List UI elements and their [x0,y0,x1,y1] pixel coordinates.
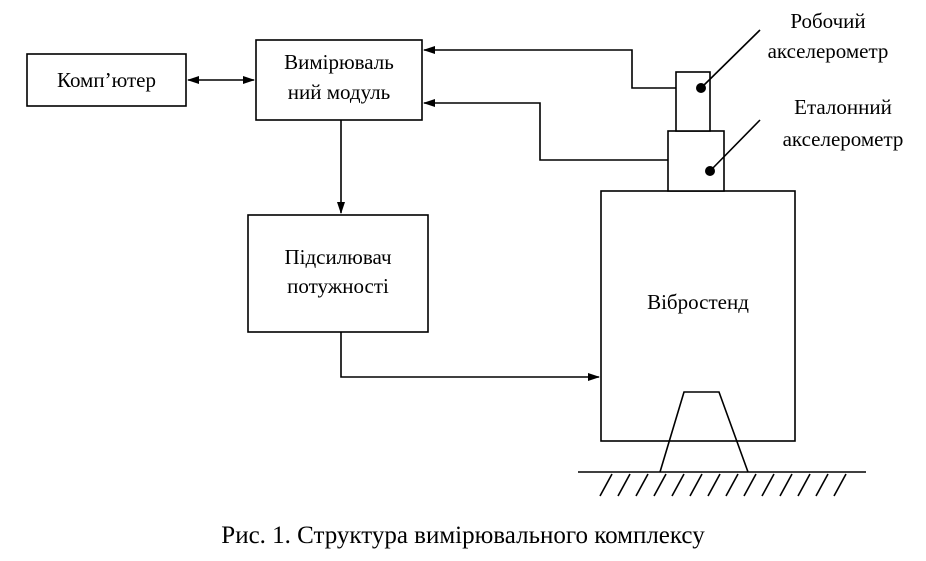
reference-accelerometer-label-line1: Еталонний [794,95,892,119]
ground-hatching [599,473,847,497]
ground-hatch-line [599,473,613,497]
amplifier-stand-link [340,332,600,381]
figure-caption: Рис. 1. Структура вимірювального комплек… [221,522,705,549]
ground-base [578,471,866,497]
ground-hatch-line [635,473,649,497]
ground-hatch-line [671,473,685,497]
vibration-stand-label: Вібростенд [647,290,749,314]
measuring-module-label-line2: ний модуль [288,80,390,104]
computer-block: Комп’ютер [26,53,187,107]
ground-hatch-line [797,473,811,497]
measuring-module-block: Вимірюваль ний модуль [255,39,423,121]
ground-hatch-line [707,473,721,497]
ground-hatch-line [653,473,667,497]
power-amplifier-block: Підсилювач потужності [247,214,429,333]
ground-hatch-line [833,473,847,497]
working-accelerometer [675,71,711,132]
reference-accelerometer [667,130,725,192]
working-accelerometer-label-line1: Робочий [790,9,865,33]
working-accelerometer-leader [700,29,761,89]
ground-hatch-line [689,473,703,497]
stand-support-trapezoid [659,391,749,473]
reference-accelerometer-label-line2: акселерометр [783,127,904,151]
computer-label: Комп’ютер [57,68,156,92]
ground-hatch-line [761,473,775,497]
ground-hatch-line [815,473,829,497]
working-accelerometer-label-line2: акселерометр [768,39,889,63]
vibration-stand-block: Вібростенд [600,190,796,473]
reference-accelerometer-signal-line [423,99,668,161]
working-accelerometer-signal-line [423,46,676,89]
measuring-module-label-line1: Вимірюваль [284,50,394,74]
ground-hatch-line [743,473,757,497]
power-amplifier-label-line2: потужності [287,274,389,298]
ground-hatch-line [617,473,631,497]
power-amplifier-label-line1: Підсилювач [284,245,392,269]
ground-hatch-line [779,473,793,497]
ground-hatch-line [725,473,739,497]
reference-accelerometer-leader [709,119,761,172]
